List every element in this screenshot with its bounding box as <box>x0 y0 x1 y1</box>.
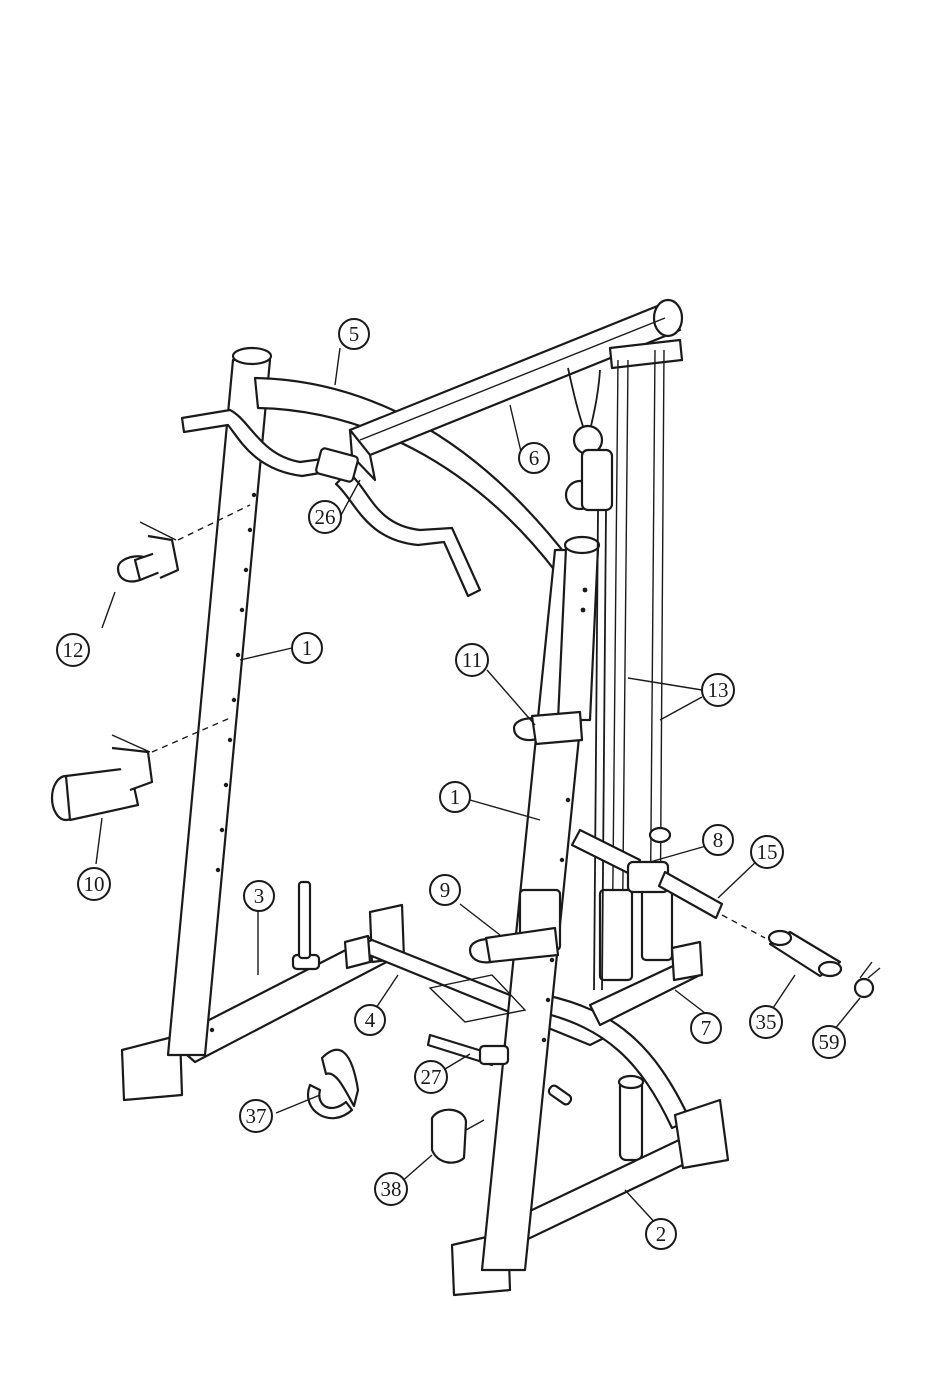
svg-text:4: 4 <box>365 1008 376 1032</box>
callout-26: 26 <box>309 501 341 533</box>
stirrup-handle <box>308 1050 358 1118</box>
svg-text:7: 7 <box>701 1016 712 1040</box>
callout-7: 7 <box>691 1013 721 1043</box>
callout-1-right: 1 <box>440 782 470 812</box>
right-upright <box>482 537 599 1270</box>
svg-text:11: 11 <box>462 648 482 672</box>
svg-text:37: 37 <box>246 1104 267 1128</box>
svg-text:5: 5 <box>349 322 360 346</box>
svg-text:59: 59 <box>819 1030 840 1054</box>
callout-15: 15 <box>751 836 783 868</box>
callout-5: 5 <box>339 319 369 349</box>
svg-text:1: 1 <box>450 785 461 809</box>
svg-text:9: 9 <box>440 878 451 902</box>
svg-text:3: 3 <box>254 884 265 908</box>
svg-text:15: 15 <box>757 840 778 864</box>
j-hook-lower <box>470 928 558 962</box>
callout-59: 59 <box>813 1026 845 1058</box>
callout-37: 37 <box>240 1100 272 1132</box>
callout-3: 3 <box>244 881 274 911</box>
svg-text:8: 8 <box>713 828 724 852</box>
svg-text:27: 27 <box>421 1065 442 1089</box>
svg-text:6: 6 <box>529 446 540 470</box>
callout-35: 35 <box>750 1006 782 1038</box>
callout-10: 10 <box>78 868 110 900</box>
top-beam <box>350 300 682 480</box>
svg-text:1: 1 <box>302 636 313 660</box>
callout-9: 9 <box>430 875 460 905</box>
j-hook-upper <box>514 712 582 744</box>
callout-6: 6 <box>519 443 549 473</box>
svg-text:35: 35 <box>756 1010 777 1034</box>
spring-clip <box>855 962 880 997</box>
callout-4: 4 <box>355 1005 385 1035</box>
callout-13: 13 <box>702 674 734 706</box>
ankle-strap <box>432 1110 484 1163</box>
svg-text:2: 2 <box>656 1222 667 1246</box>
callout-1-left: 1 <box>292 633 322 663</box>
callout-12: 12 <box>57 634 89 666</box>
svg-text:26: 26 <box>315 505 336 529</box>
plate-sleeve <box>769 931 841 976</box>
callout-38: 38 <box>375 1173 407 1205</box>
svg-text:10: 10 <box>84 872 105 896</box>
callout-2: 2 <box>646 1219 676 1249</box>
callout-8: 8 <box>703 825 733 855</box>
svg-text:13: 13 <box>708 678 729 702</box>
svg-text:38: 38 <box>381 1177 402 1201</box>
callout-11: 11 <box>456 644 488 676</box>
svg-text:12: 12 <box>63 638 84 662</box>
rear-base-rail <box>122 882 404 1100</box>
callout-27: 27 <box>415 1061 447 1093</box>
